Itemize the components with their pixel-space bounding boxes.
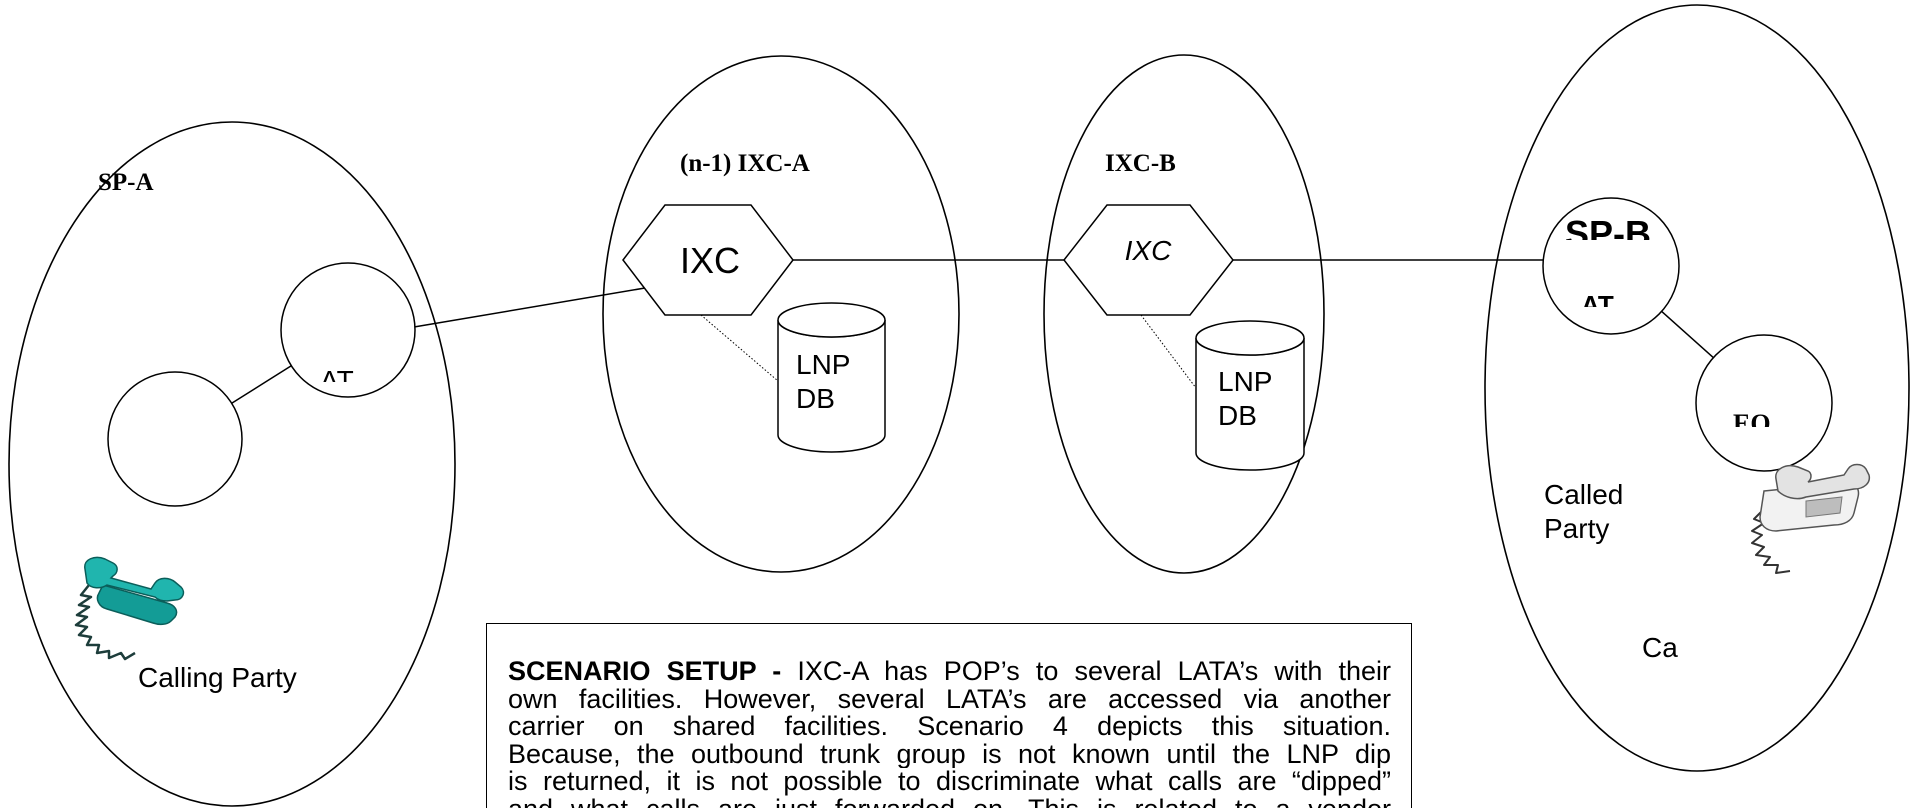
ixc-a-label: (n-1) IXC-A [680,150,810,177]
link-at-to-eo-sp-b [1661,310,1714,359]
ixc-a-lnp-database: LNP DB [777,302,886,453]
truncated-label: Ca [1642,632,1678,663]
sp-a-at-node [280,262,416,398]
sp-b-region [1484,4,1910,772]
scenario-line-1: SCENARIO SETUP - IXC-A has POP’s to seve… [508,658,1391,686]
phone-cord [74,584,136,661]
scenario-line-4: Because, the outbound trunk group is not… [508,740,1391,768]
gray-phone-icon [1751,463,1871,574]
ixc-b-region [1043,54,1325,574]
ixc-a-switch [622,204,794,316]
scenario-line-6: and what calls are just forwarded on. Th… [508,796,1391,808]
calling-party-label: Calling Party [138,662,297,693]
db-query-link-ixc-a [700,314,779,382]
scenario-lead: SCENARIO SETUP - [508,658,782,686]
ixc-b-switch [1063,204,1234,316]
phone-handset [1775,463,1871,500]
link-eo-to-at-sp-a [231,365,292,404]
ixc-b-lnp-database: LNP DB [1195,320,1305,471]
called-party-label-line1: Called [1544,479,1623,510]
ixc-a-switch-label: IXC [680,240,740,281]
ixc-a-db-label-line2: DB [796,383,835,414]
ixc-a-db-label-line1: LNP [796,349,850,380]
ixc-b-label: IXC-B [1105,150,1176,177]
sp-a-end-office-node [107,371,243,507]
ixc-a-db-cylinder-top [777,302,886,338]
ixc-b-db-cylinder-top [1195,320,1305,356]
sp-b-at-label: AT [1581,290,1614,320]
phone-keypad [1805,496,1843,518]
phone-handset [84,556,185,602]
sp-b-at-node [1542,197,1680,335]
scenario-line-5: is returned, it is not possible to discr… [508,768,1391,796]
ixc-b-db-label-line2: DB [1218,400,1257,431]
sp-a-label: SP-A [98,169,154,196]
scenario-line-3: carrier on shared facilities. Scenario 4… [508,713,1391,741]
sp-a-region [8,121,456,807]
sp-a-at-label: AT [320,365,354,396]
scenario-line-1-text: IXC-A has POP’s to several LATA’s with t… [797,658,1391,686]
sp-b-eo-label: EO [1733,409,1771,438]
ixc-b-switch-label: IXC [1125,235,1172,266]
sp-b-label: SP-B [1565,213,1651,254]
ixc-b-db-label-line1: LNP [1218,366,1272,397]
scenario-description-box: SCENARIO SETUP - IXC-A has POP’s to seve… [486,623,1412,808]
teal-phone-icon [74,556,185,661]
scenario-line-2: own facilities. However, several LATA’s … [508,685,1391,713]
ixc-a-region [602,55,960,573]
sp-b-eo-node [1695,334,1833,472]
called-party-label-line2: Party [1544,513,1609,544]
phone-base [96,584,178,626]
db-query-link-ixc-b [1140,314,1197,389]
link-at-to-ixc-a [413,287,646,328]
